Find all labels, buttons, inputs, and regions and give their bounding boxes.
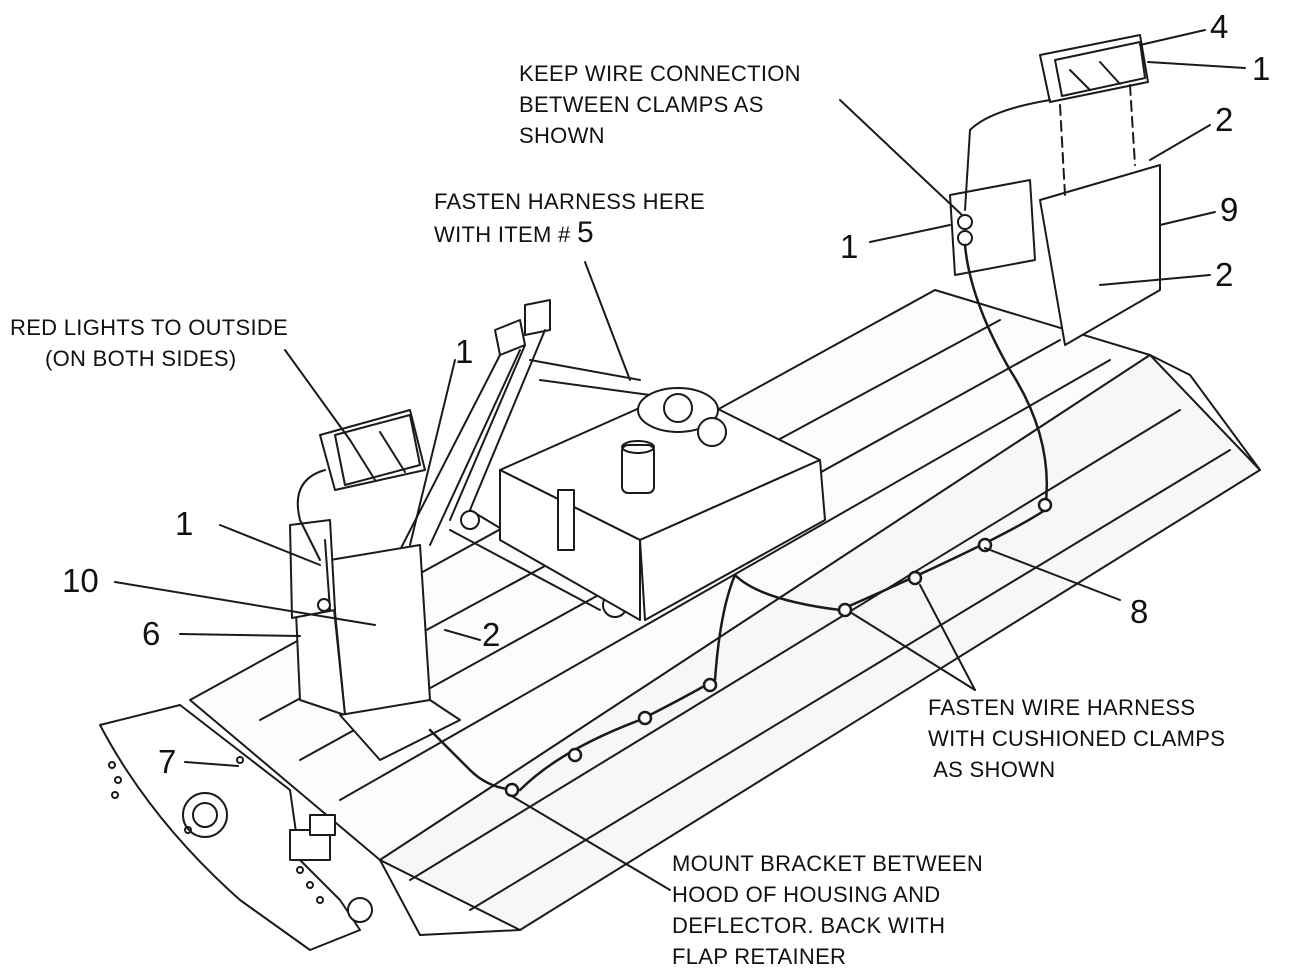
note-line: SHOWN <box>519 123 605 148</box>
callout-1-left: 1 <box>175 505 194 542</box>
note-line: MOUNT BRACKET BETWEEN <box>672 851 984 876</box>
note-line: BETWEEN CLAMPS AS <box>519 92 764 117</box>
callout-7: 7 <box>158 743 177 780</box>
note-line: FASTEN WIRE HARNESS <box>928 695 1196 720</box>
callout-1-clamp: 1 <box>840 228 859 265</box>
right-light-assembly <box>949 34 1161 346</box>
note-line-item-ref: WITH ITEM # 5 <box>434 217 705 250</box>
note-line: RED LIGHTS TO OUTSIDE <box>10 315 289 340</box>
note-line: FASTEN HARNESS HERE <box>434 189 705 214</box>
note-line: HOOD OF HOUSING AND <box>672 882 941 907</box>
left-light-assembly <box>289 409 461 761</box>
note-line: AS SHOWN <box>928 757 1056 782</box>
note-fasten-harness-here: FASTEN HARNESS HERE WITH ITEM # 5 <box>434 186 705 250</box>
callout-1-light: 1 <box>1252 50 1271 87</box>
callout-9: 9 <box>1220 191 1239 228</box>
callout-2-upper: 2 <box>1215 101 1234 138</box>
callout-8: 8 <box>1130 593 1149 630</box>
note-keep-wire-connection: KEEP WIRE CONNECTION BETWEEN CLAMPS AS S… <box>519 58 801 151</box>
item-number-5: 5 <box>576 216 594 249</box>
callout-2-right: 2 <box>1215 256 1234 293</box>
note-line: (ON BOTH SIDES) <box>45 346 237 371</box>
callout-10: 10 <box>62 562 99 599</box>
note-line: FLAP RETAINER <box>672 944 847 969</box>
note-line: KEEP WIRE CONNECTION <box>519 61 801 86</box>
callout-2-left: 2 <box>482 616 501 653</box>
note-line: WITH CUSHIONED CLAMPS <box>928 726 1226 751</box>
note-mount-bracket: MOUNT BRACKET BETWEEN HOOD OF HOUSING AN… <box>672 848 983 972</box>
note-red-lights: RED LIGHTS TO OUTSIDE (ON BOTH SIDES) <box>10 312 288 374</box>
callout-1-left-light: 1 <box>455 333 474 370</box>
gearbox-tank <box>499 387 826 621</box>
callout-4: 4 <box>1210 8 1229 45</box>
wire-harness <box>428 243 1053 798</box>
note-fasten-wire-harness: FASTEN WIRE HARNESS WITH CUSHIONED CLAMP… <box>928 692 1225 785</box>
leader-lines <box>114 29 1246 891</box>
note-line: DEFLECTOR. BACK WITH <box>672 913 946 938</box>
note-line: WITH ITEM # <box>434 222 571 247</box>
left-end-plate <box>99 704 373 951</box>
callout-6: 6 <box>142 615 161 652</box>
